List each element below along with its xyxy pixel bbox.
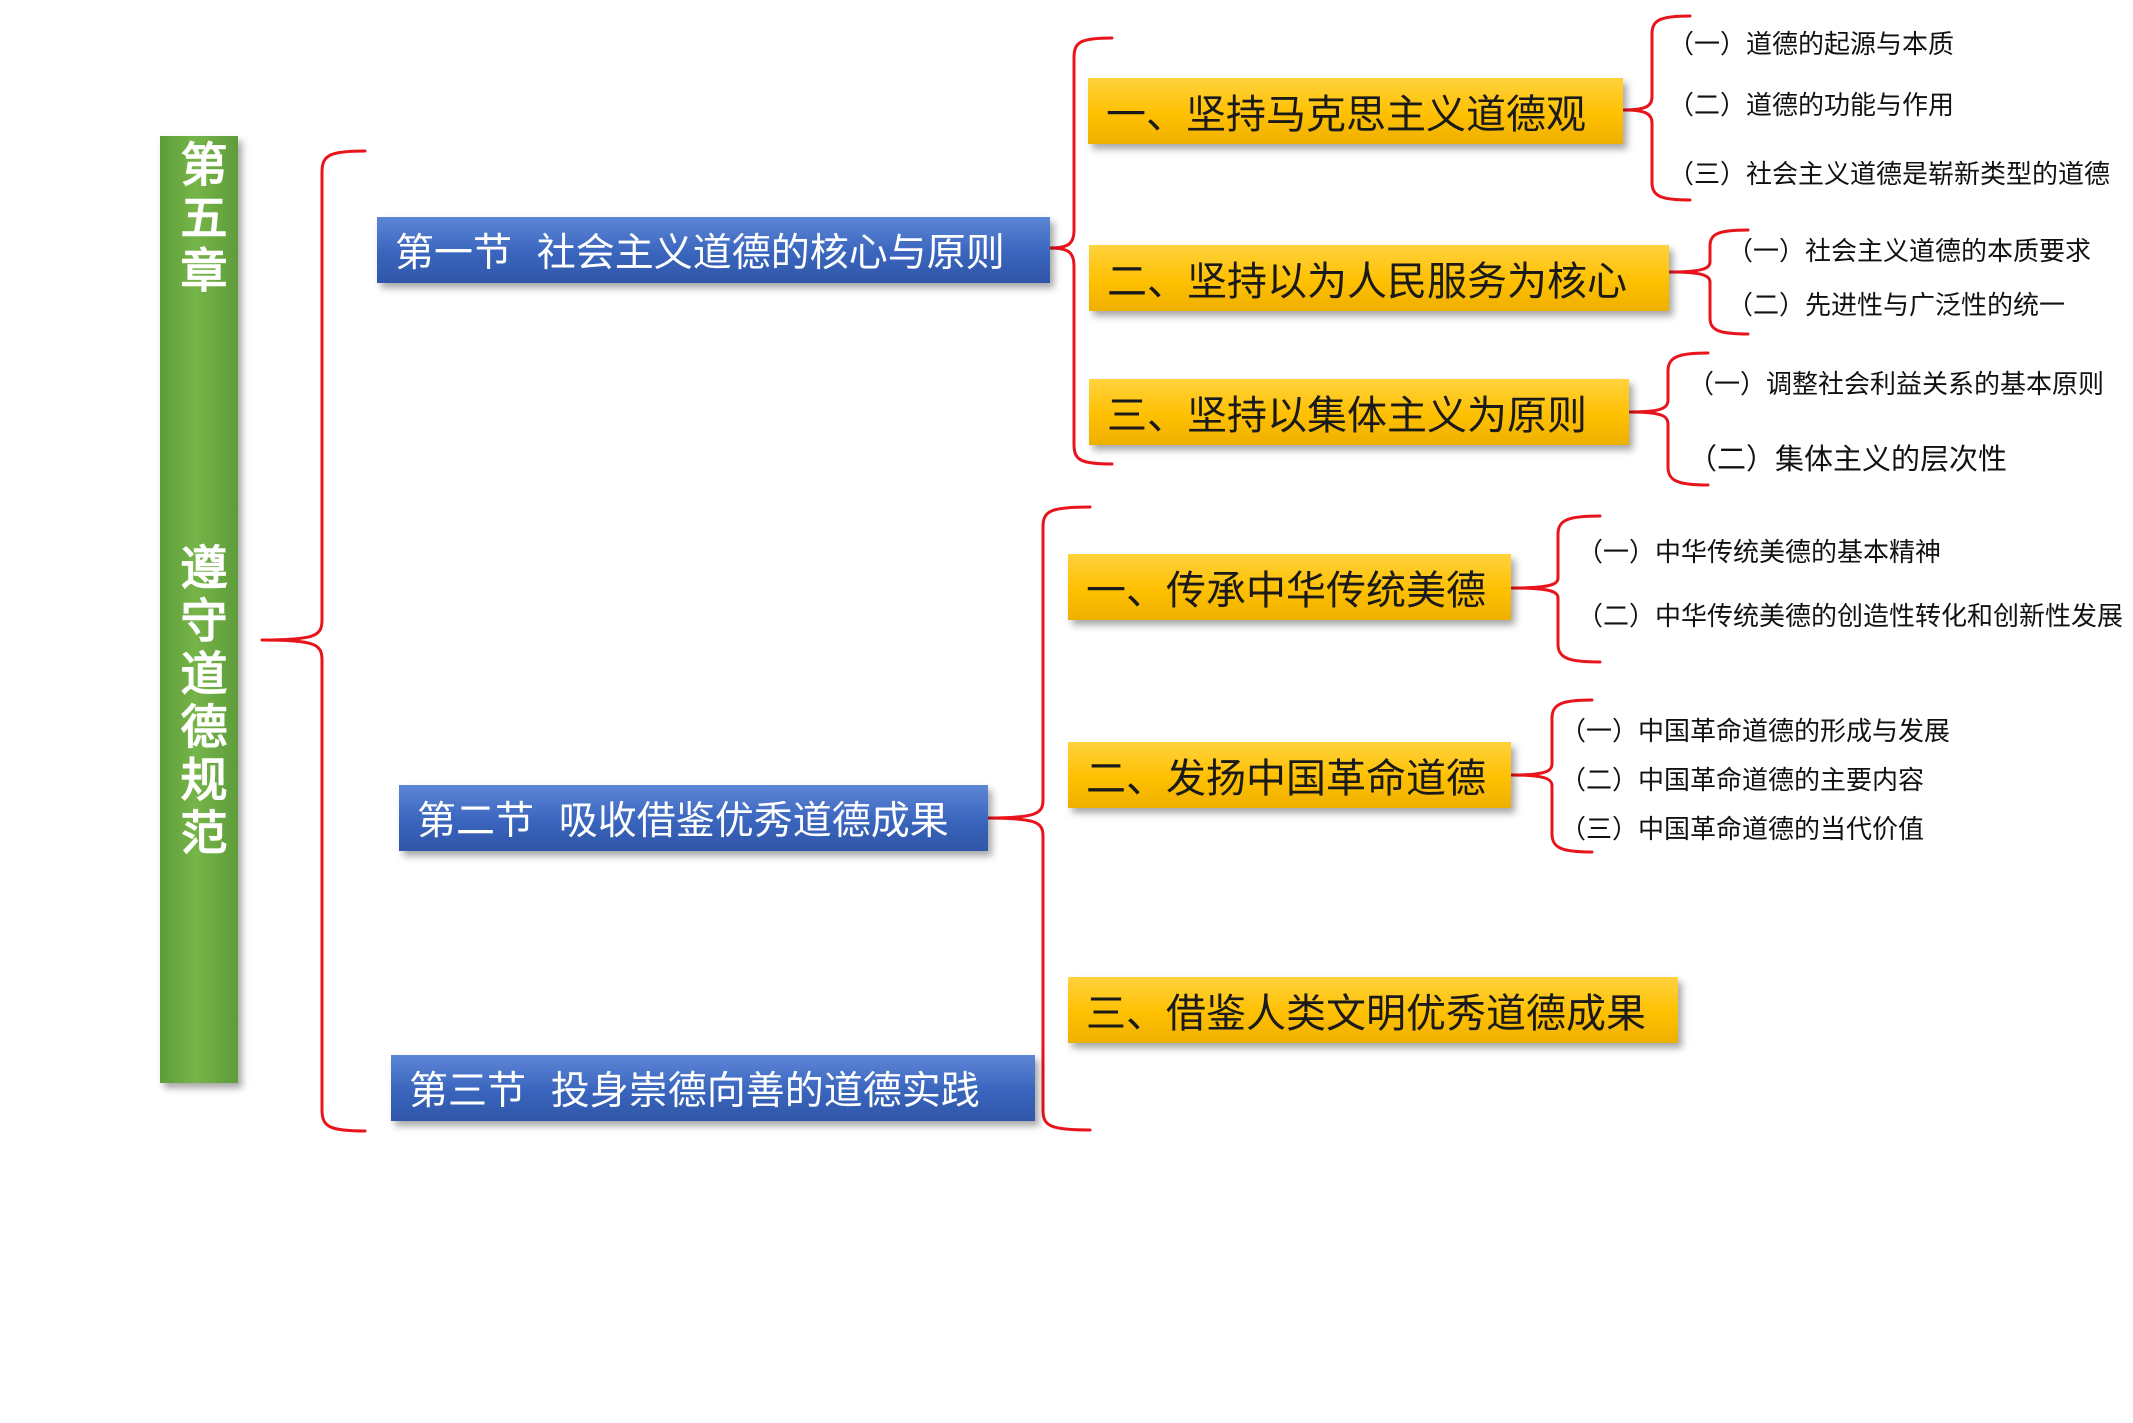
bracket-topic-2-2 [1510,698,1594,854]
section-1-label: 第一节 社会主义道德的核心与原则 [395,231,1005,276]
leaf-1-1-3: （三）社会主义道德是崭新类型的道德 [1668,160,2111,190]
topic-1-1-node[interactable]: 一、坚持马克思主义道德观 [1088,78,1623,144]
section-3-label: 第三节 投身崇德向善的道德实践 [409,1069,980,1114]
leaf-1-2-1: （一）社会主义道德的本质要求 [1727,237,2092,267]
topic-1-2-label: 二、坚持以为人民服务为核心 [1107,259,1627,305]
section-1-node[interactable]: 第一节 社会主义道德的核心与原则 [377,217,1050,283]
section-2-node[interactable]: 第二节 吸收借鉴优秀道德成果 [399,785,988,851]
section-2-label: 第二节 吸收借鉴优秀道德成果 [417,799,949,844]
leaf-2-2-2: （二）中国革命道德的主要内容 [1560,766,1925,796]
chapter-title: 第五章 遵守道德规范 锤炼道德品格 [171,140,227,1423]
topic-2-3-label: 三、借鉴人类文明优秀道德成果 [1086,991,1646,1037]
topic-1-1-label: 一、坚持马克思主义道德观 [1106,92,1586,138]
bracket-chapter [260,149,367,1133]
mind-map: 第五章 遵守道德规范 锤炼道德品格 第一节 社会主义道德的核心与原则 第二节 吸… [160,14,2124,1423]
leaf-1-3-1: （一）调整社会利益关系的基本原则 [1688,370,2105,400]
topic-1-2-node[interactable]: 二、坚持以为人民服务为核心 [1089,245,1669,311]
topic-2-1-node[interactable]: 一、传承中华传统美德 [1068,554,1511,620]
topic-1-3-node[interactable]: 三、坚持以集体主义为原则 [1089,379,1629,445]
bracket-topic-1-2 [1668,228,1750,336]
leaf-1-1-1: （一）道德的起源与本质 [1668,30,1955,60]
leaf-1-2-2: （二）先进性与广泛性的统一 [1727,291,2066,321]
topic-2-2-node[interactable]: 二、发扬中国革命道德 [1068,742,1511,808]
leaf-1-3-2: （二）集体主义的层次性 [1688,442,2008,476]
topic-1-3-label: 三、坚持以集体主义为原则 [1107,393,1587,439]
bracket-topic-2-1 [1510,514,1602,664]
topic-2-1-label: 一、传承中华传统美德 [1086,568,1486,614]
chapter-title-box[interactable]: 第五章 遵守道德规范 锤炼道德品格 [160,136,238,1423]
section-3-node[interactable]: 第三节 投身崇德向善的道德实践 [391,1055,1035,1121]
leaf-1-1-2: （二）道德的功能与作用 [1668,91,1955,121]
leaf-2-2-1: （一）中国革命道德的形成与发展 [1560,717,1951,747]
leaf-2-1-1: （一）中华传统美德的基本精神 [1577,538,1942,568]
topic-2-2-label: 二、发扬中国革命道德 [1086,756,1486,802]
leaf-2-2-3: （三）中国革命道德的当代价值 [1560,815,1925,845]
topic-2-3-node[interactable]: 三、借鉴人类文明优秀道德成果 [1068,977,1678,1043]
leaf-2-1-2: （二）中华传统美德的创造性转化和创新性发展 [1577,602,2124,632]
bracket-topic-1-3 [1628,351,1710,487]
bracket-topic-1-1 [1622,14,1692,202]
bracket-section-1 [1048,36,1114,466]
